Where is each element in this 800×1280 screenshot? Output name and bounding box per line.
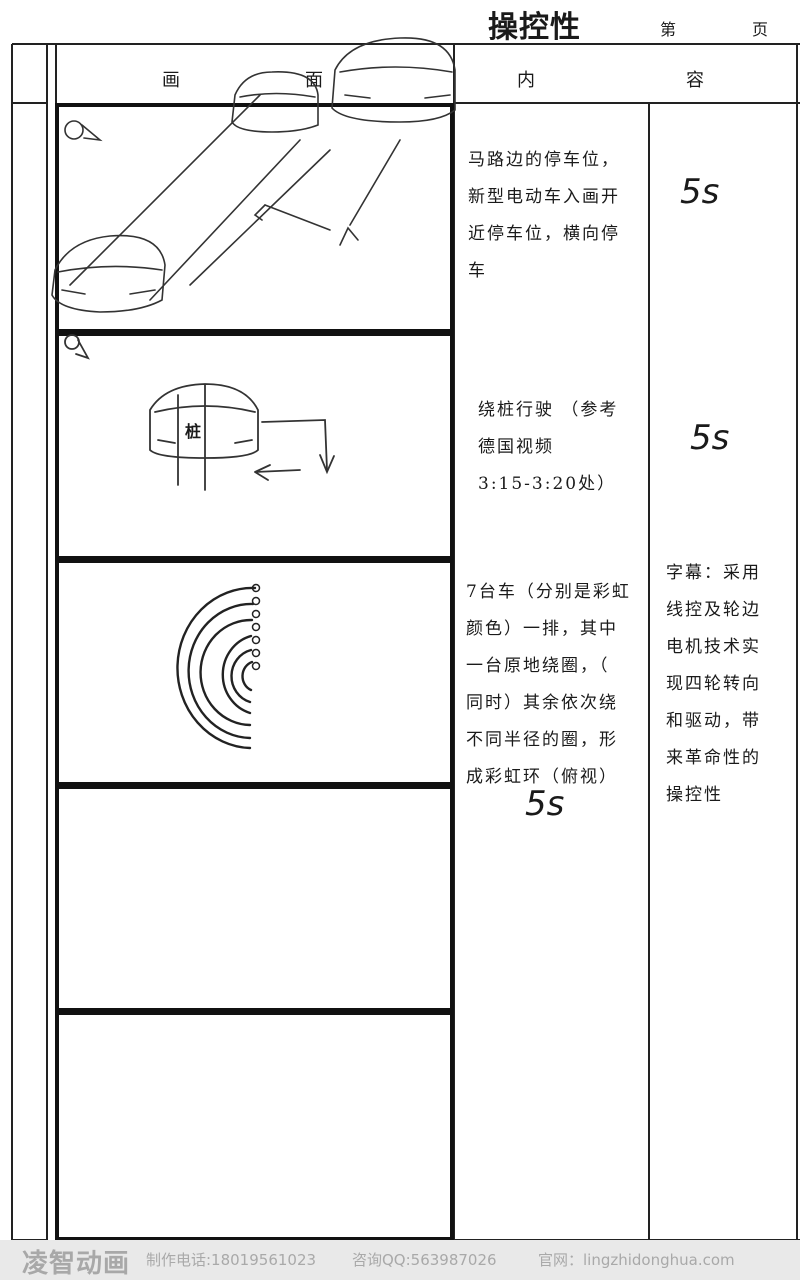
row-2-duration: 5s: [690, 418, 730, 458]
footer-website: 官网：lingzhidonghua.com: [538, 1251, 735, 1269]
column-header-picture-1: 画: [162, 70, 180, 91]
subtitle-note: 字幕：采用 线控及轮边 电机技术实 现四轮转向 和驱动，带 来革命性的 操控性: [666, 563, 761, 805]
row-1-duration: 5s: [680, 172, 720, 212]
footer-brand-logo: 凌智动画: [22, 1249, 131, 1279]
row-2-content: 绕桩行驶 （参考 德国视频 3:15-3:20处）: [478, 400, 619, 494]
page-number-prefix: 第: [660, 20, 677, 39]
column-header-content-1: 内: [517, 70, 535, 91]
footer-bar: [0, 1240, 800, 1280]
sketch-pylon-label: 桩: [185, 422, 202, 441]
footer-phone: 制作电话:18019561023: [146, 1251, 317, 1269]
column-header-picture-2: 面: [305, 70, 323, 91]
page-title: 操控性: [488, 10, 581, 45]
column-header-content-2: 容: [686, 70, 704, 91]
footer-qq: 咨询QQ:563987026: [352, 1251, 497, 1269]
row-1-content: 马路边的停车位， 新型电动车入画开 近停车位，横向停 车: [468, 150, 620, 281]
row-3-duration: 5s: [525, 784, 565, 824]
row-3-content: 7台车（分别是彩虹 颜色）一排，其中 一台原地绕圈，（ 同时）其余依次绕 不同半…: [466, 582, 631, 787]
page-number-suffix: 页: [752, 20, 769, 39]
